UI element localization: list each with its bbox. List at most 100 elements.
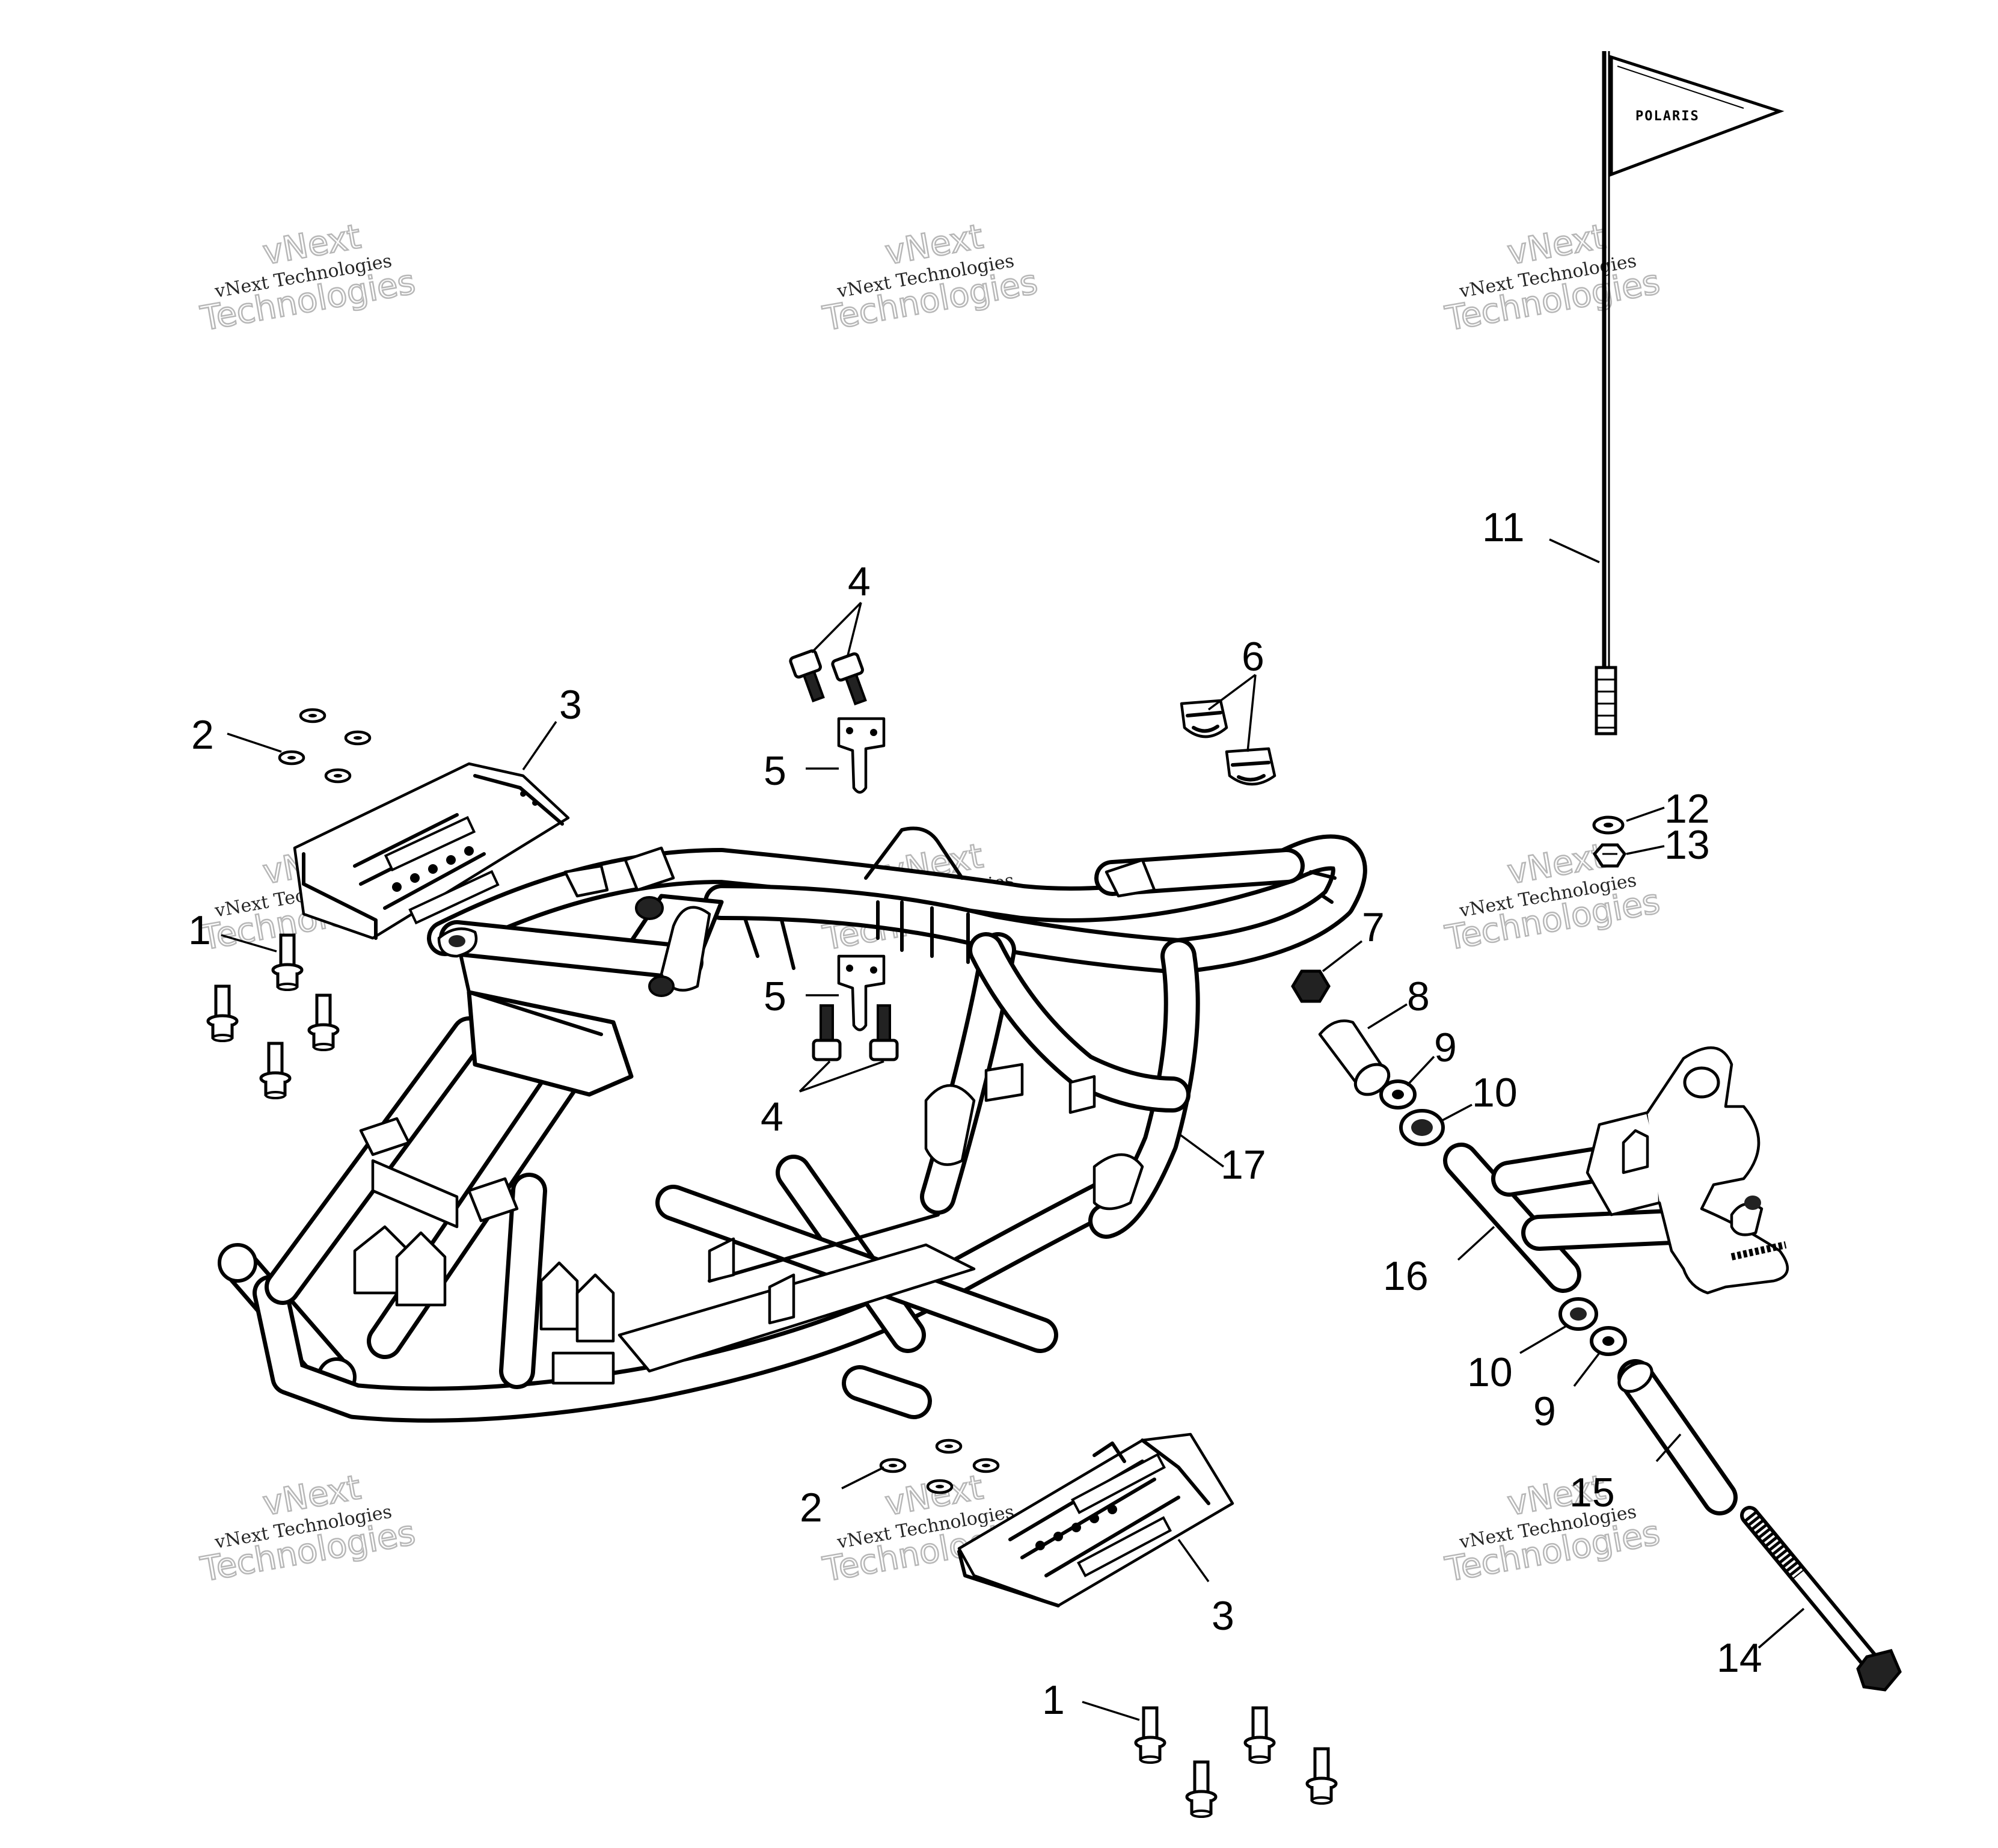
flange-bolt xyxy=(259,1042,292,1099)
flange-bolt xyxy=(1185,1760,1218,1818)
leader-3-lower xyxy=(1177,1538,1210,1583)
callout-9-lower: 9 xyxy=(1533,1389,1556,1434)
sleeve-part-8 xyxy=(1318,1019,1391,1096)
flag-logo-text: POLARIS xyxy=(1635,109,1700,124)
callout-9-upper: 9 xyxy=(1434,1025,1457,1070)
bolts-part-4-top xyxy=(789,649,867,705)
bracket-part-5-top xyxy=(837,717,886,794)
main-frame-part-17 xyxy=(218,826,1367,1423)
leader-17 xyxy=(1177,1132,1225,1168)
watermark: vNext vNext Technologies Technologies xyxy=(1442,836,1664,959)
callout-3-lower: 3 xyxy=(1212,1593,1234,1639)
bracket-part-5-lower xyxy=(837,954,886,1031)
leader-12 xyxy=(1626,806,1665,822)
leader-3-top xyxy=(522,721,557,770)
leader-lines xyxy=(221,538,1805,1721)
footrest-part-3-top xyxy=(293,762,570,940)
leader-9-lower xyxy=(1573,1352,1601,1387)
flange-bolt xyxy=(206,984,239,1042)
washer xyxy=(278,750,305,766)
leader-9-upper xyxy=(1406,1055,1435,1087)
washer xyxy=(299,708,326,723)
hex-bolt xyxy=(869,1004,899,1061)
watermark: vNext vNext Technologies Technologies xyxy=(820,216,1041,340)
flag-pennant xyxy=(1610,55,1785,177)
washer xyxy=(935,1438,963,1454)
callout-17: 17 xyxy=(1221,1142,1266,1188)
washer xyxy=(344,730,372,746)
callout-1-left: 1 xyxy=(188,907,211,953)
callout-10-lower: 10 xyxy=(1467,1349,1513,1395)
leader-11 xyxy=(1549,538,1600,563)
nut-part-13 xyxy=(1592,843,1627,868)
callout-3-top: 3 xyxy=(559,682,582,728)
washer xyxy=(926,1479,954,1494)
bushing-part-10-upper xyxy=(1399,1109,1445,1146)
whip-flag-part-11: POLARIS xyxy=(1595,51,1785,735)
footrest-part-3-lower xyxy=(957,1432,1234,1607)
callout-numbers: 2 3 1 4 5 6 11 12 13 7 8 9 10 5 4 17 16 … xyxy=(188,505,1762,1723)
washer-part-12 xyxy=(1592,815,1625,835)
bushing-part-10-lower xyxy=(1558,1297,1598,1331)
callout-5-lower: 5 xyxy=(764,974,786,1019)
washer xyxy=(324,768,352,784)
callout-6: 6 xyxy=(1242,634,1264,680)
leader-4-top-a xyxy=(811,601,862,654)
bolts-part-1-left xyxy=(206,933,340,1099)
washer xyxy=(972,1458,1000,1473)
callout-7: 7 xyxy=(1362,904,1385,950)
hex-bolt xyxy=(812,1004,842,1061)
callout-2-top: 2 xyxy=(191,712,214,758)
watermark: vNext vNext Technologies Technologies xyxy=(1442,216,1664,340)
hex-bolt xyxy=(831,652,867,705)
hex-bolt xyxy=(789,649,825,702)
callout-8: 8 xyxy=(1407,974,1430,1019)
leader-16 xyxy=(1457,1226,1495,1261)
washers-part-2-top xyxy=(278,708,372,784)
callout-15: 15 xyxy=(1569,1470,1615,1515)
leader-15 xyxy=(1655,1433,1682,1463)
clips-part-6 xyxy=(1180,699,1276,786)
callout-16: 16 xyxy=(1383,1253,1429,1299)
flange-bolt xyxy=(1243,1706,1276,1764)
flange-bolt xyxy=(1134,1706,1166,1764)
leader-1-left xyxy=(221,934,277,953)
leader-10-lower xyxy=(1519,1325,1567,1354)
bolts-part-4-lower xyxy=(812,1004,899,1061)
watermark: vNext vNext Technologies Technologies xyxy=(197,1467,419,1591)
watermark: vNext vNext Technologies Technologies xyxy=(197,216,419,340)
callout-4-lower: 4 xyxy=(761,1094,783,1140)
watermark: vNext vNext Technologies Technologies xyxy=(1442,1467,1664,1591)
leader-8 xyxy=(1367,1003,1408,1030)
callout-5-top: 5 xyxy=(764,748,786,794)
washers-part-2-lower xyxy=(879,1438,1000,1494)
bolts-part-1-lower xyxy=(1134,1706,1338,1818)
leader-4-lower-b xyxy=(799,1060,884,1093)
callout-11: 11 xyxy=(1482,505,1525,550)
pivot-bolt-part-14 xyxy=(1740,1506,1902,1692)
leader-2-lower xyxy=(841,1466,884,1490)
leader-4-lower-a xyxy=(798,1060,831,1093)
leader-14 xyxy=(1757,1607,1805,1649)
spacer-tube-part-15 xyxy=(1617,1359,1738,1515)
flag-edge-line xyxy=(1617,66,1744,109)
leader-13 xyxy=(1626,845,1665,855)
callout-4-top: 4 xyxy=(848,559,871,604)
leader-6-b xyxy=(1246,674,1257,752)
callout-2-lower: 2 xyxy=(800,1485,823,1530)
flange-bolt xyxy=(307,993,340,1051)
leader-7 xyxy=(1322,940,1363,972)
clip xyxy=(1180,699,1228,738)
whip-base xyxy=(1595,666,1617,735)
leader-10-upper xyxy=(1439,1104,1472,1123)
callout-10-upper: 10 xyxy=(1472,1070,1518,1116)
flange-bolt xyxy=(1305,1747,1338,1805)
callout-12: 12 xyxy=(1664,786,1710,832)
leader-6-a xyxy=(1207,674,1257,711)
swingarm-part-16 xyxy=(1443,1046,1789,1295)
nut-part-7 xyxy=(1291,969,1331,1003)
washer-part-9-upper xyxy=(1379,1079,1417,1110)
washer-part-9-lower xyxy=(1590,1326,1627,1356)
callout-1-lower: 1 xyxy=(1042,1677,1065,1723)
